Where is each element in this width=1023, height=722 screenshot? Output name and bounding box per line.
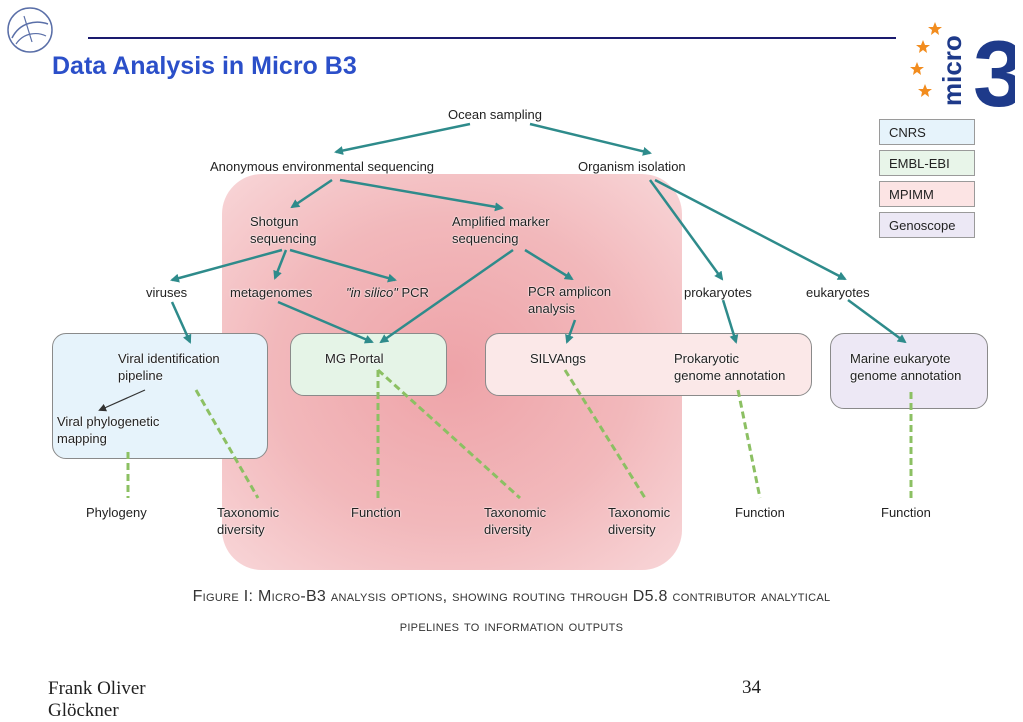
node-organism-isolation: Organism isolation — [578, 159, 686, 174]
node-eukaryotes: eukaryotes — [806, 285, 870, 300]
node-ocean-sampling: Ocean sampling — [448, 107, 542, 122]
shotgun-line1: Shotgun — [250, 214, 299, 229]
pcr-amplicon-line1: PCR amplicon — [528, 284, 612, 299]
pcr-text: PCR — [397, 285, 429, 300]
node-metagenomes: metagenomes — [230, 285, 313, 300]
figure-caption-line2: pipelines to information outputs — [399, 618, 624, 635]
taxdiv3-line2: diversity — [608, 522, 656, 537]
in-silico-text: "in silico" — [346, 285, 398, 300]
viral-id-line1: Viral identification — [118, 351, 220, 366]
genoscope-pipeline-box — [830, 333, 988, 409]
mpimm-pipeline-box — [485, 333, 812, 396]
flow-arrows — [170, 122, 907, 344]
page-number: 34 — [742, 677, 761, 698]
taxdiv1-line1: Taxonomic — [217, 505, 280, 520]
institution-emblem-icon — [7, 7, 53, 53]
author-line1: Frank Oliver — [48, 678, 146, 699]
output-function-1: Function — [351, 505, 401, 520]
legend-embl-ebi: EMBL-EBI — [879, 150, 975, 176]
prok-annot-line2: genome annotation — [674, 368, 786, 383]
euk-annot-line2: genome annotation — [850, 368, 962, 383]
author-line2: Glöckner — [48, 700, 119, 721]
node-shotgun-sequencing: Shotgun sequencing — [250, 213, 317, 247]
viral-phylo-line2: mapping — [57, 431, 107, 446]
node-viruses: viruses — [146, 285, 188, 300]
output-phylogeny: Phylogeny — [86, 505, 147, 520]
star-icons — [910, 22, 942, 97]
amplified-line2: sequencing — [452, 231, 519, 246]
taxdiv2-line2: diversity — [484, 522, 532, 537]
output-function-2: Function — [735, 505, 785, 520]
viral-internal-arrow — [98, 389, 146, 412]
logo-text: micro — [937, 35, 967, 106]
legend-mpimm: MPIMM — [879, 181, 975, 207]
node-pcr-amplicon: PCR amplicon analysis — [528, 283, 611, 317]
micro-b3-logo: 3 micro — [905, 10, 1023, 126]
node-eukaryote-annotation: Marine eukaryote genome annotation — [850, 350, 961, 384]
slide-title: Data Analysis in Micro B3 — [52, 52, 357, 80]
mg-portal-box — [290, 333, 447, 396]
prok-annot-line1: Prokaryotic — [674, 351, 740, 366]
node-silvangs: SILVAngs — [530, 351, 586, 366]
node-in-silico-pcr: "in silico" PCR — [346, 284, 429, 301]
node-mg-portal: MG Portal — [325, 351, 384, 366]
viral-pipeline-box — [52, 333, 268, 459]
node-viral-identification: Viral identification pipeline — [118, 350, 220, 384]
node-viral-phylogenetic: Viral phylogenetic mapping — [57, 413, 159, 447]
taxdiv3-line1: Taxonomic — [608, 505, 671, 520]
logo-numeral: 3 — [973, 21, 1015, 110]
viral-id-line2: pipeline — [118, 368, 163, 383]
header-rule — [88, 37, 896, 39]
figure-caption-line1: Figure I: Micro-B3 analysis options, sho… — [192, 588, 831, 605]
pcr-amplicon-line2: analysis — [528, 301, 575, 316]
output-taxonomic-diversity-3: Taxonomic diversity — [608, 504, 670, 538]
shotgun-line2: sequencing — [250, 231, 317, 246]
taxdiv2-line1: Taxonomic — [484, 505, 547, 520]
node-amplified-marker: Amplified marker sequencing — [452, 213, 550, 247]
amplified-line1: Amplified marker — [452, 214, 550, 229]
legend-cnrs: CNRS — [879, 119, 975, 145]
node-prokaryotes: prokaryotes — [684, 285, 752, 300]
node-prokaryotic-annotation: Prokaryotic genome annotation — [674, 350, 785, 384]
euk-annot-line1: Marine eukaryote — [850, 351, 951, 366]
output-function-3: Function — [881, 505, 931, 520]
viral-phylo-line1: Viral phylogenetic — [57, 414, 160, 429]
micro-b3-logo-graphic: 3 micro — [910, 21, 1023, 126]
legend-genoscope: Genoscope — [879, 212, 975, 238]
output-dashed-links — [126, 368, 913, 500]
node-anonymous-sequencing: Anonymous environmental sequencing — [210, 159, 435, 174]
taxdiv1-line2: diversity — [217, 522, 265, 537]
output-taxonomic-diversity-2: Taxonomic diversity — [484, 504, 546, 538]
output-taxonomic-diversity-1: Taxonomic diversity — [217, 504, 279, 538]
footer-author: Frank Oliver Glöckner — [48, 678, 146, 722]
